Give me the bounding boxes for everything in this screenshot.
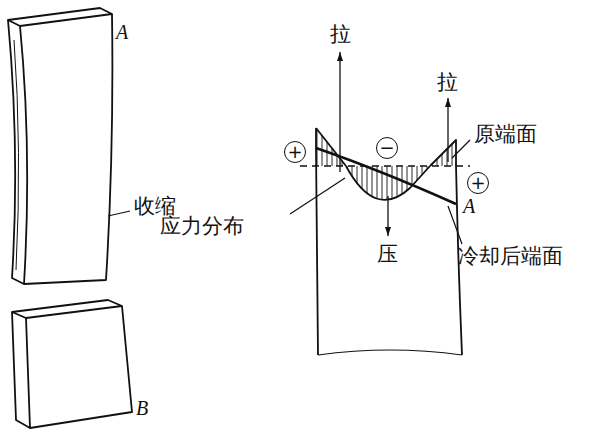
force-label: 压 bbox=[377, 244, 398, 265]
face-label: 冷却后端面 bbox=[458, 246, 563, 267]
sign-text: + bbox=[470, 174, 485, 192]
face-label: 原端面 bbox=[474, 124, 537, 145]
stress-label: 应力分布 bbox=[160, 216, 244, 237]
sign-circle: − bbox=[376, 137, 398, 159]
point-label: A bbox=[116, 22, 128, 42]
sign-circle: + bbox=[284, 141, 306, 163]
sign-circle: + bbox=[467, 172, 489, 194]
force-label: 拉 bbox=[437, 72, 458, 93]
point-label: B bbox=[136, 398, 148, 418]
sign-text: + bbox=[287, 143, 302, 161]
part-label: 收缩 bbox=[134, 196, 176, 217]
sign-text: − bbox=[379, 139, 394, 157]
force-label: 拉 bbox=[330, 24, 351, 45]
point-label: A bbox=[463, 196, 475, 216]
